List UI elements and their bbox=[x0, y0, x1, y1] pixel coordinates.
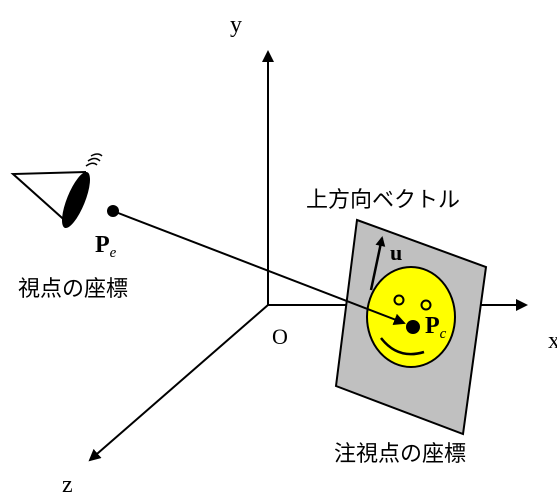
target-caption: 注視点の座標 bbox=[334, 441, 466, 466]
z-axis-label: z bbox=[62, 472, 73, 497]
view-direction-arrow bbox=[112, 210, 406, 326]
y-axis-label: y bbox=[230, 12, 242, 38]
smiley-face-icon bbox=[366, 266, 456, 368]
target-symbol: P bbox=[425, 313, 440, 339]
target-subscript: c bbox=[440, 326, 447, 342]
viewpoint-caption: 視点の座標 bbox=[18, 276, 128, 301]
up-vector-symbol: u bbox=[390, 240, 402, 265]
viewpoint-label: Pe bbox=[95, 232, 117, 261]
target-marker bbox=[406, 320, 420, 334]
viewpoint-symbol: P bbox=[95, 232, 110, 258]
eye-icon bbox=[10, 153, 103, 229]
viewpoint-subscript: e bbox=[110, 245, 117, 261]
up-vector-arrow bbox=[369, 236, 386, 291]
origin-label: O bbox=[272, 324, 288, 349]
up-vector-caption: 上方向ベクトル bbox=[306, 187, 460, 212]
x-axis-label: x bbox=[548, 328, 557, 354]
z-axis bbox=[88, 304, 269, 462]
target-label: Pc bbox=[425, 313, 447, 342]
